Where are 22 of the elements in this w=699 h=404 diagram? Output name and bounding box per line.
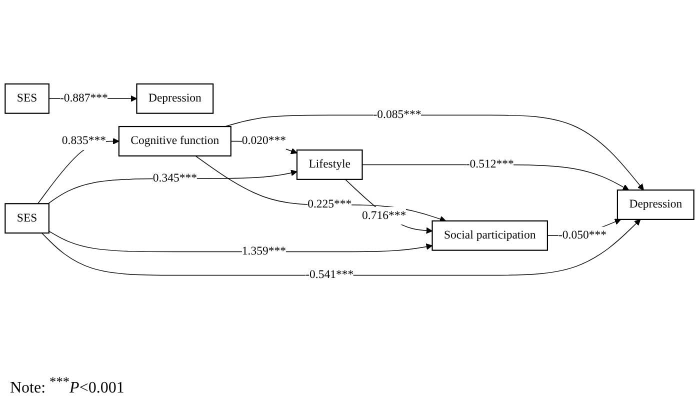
arrow <box>344 179 433 234</box>
note-text: Note: $^{***}$P<0.001 <box>10 374 124 398</box>
node-box: SES <box>4 203 50 234</box>
node-box: Lifestyle <box>296 149 363 180</box>
edge-label: -0.887*** <box>60 92 108 104</box>
edge-label: -0.541*** <box>306 268 354 282</box>
edge-label: 0.225*** <box>308 198 352 211</box>
edge-label: 0.835*** <box>62 134 106 148</box>
node-box: Cognitive function <box>118 126 232 156</box>
arrow <box>48 170 298 204</box>
edge-label: -0.512*** <box>466 158 514 171</box>
edge-label: -0.050*** <box>558 228 606 242</box>
edge-label: 0.345*** <box>152 172 197 185</box>
edge-label: 1.359*** <box>242 245 286 258</box>
arrow <box>195 156 446 222</box>
edge-label: 0.716*** <box>362 209 406 222</box>
edge-label: -0.085*** <box>373 108 422 122</box>
node-box: SES <box>4 83 50 114</box>
node-box: Depression <box>136 83 214 114</box>
node-box: Social participation <box>432 220 548 251</box>
edge-label: 0.020*** <box>242 134 286 148</box>
node-box: Depression <box>616 190 694 220</box>
